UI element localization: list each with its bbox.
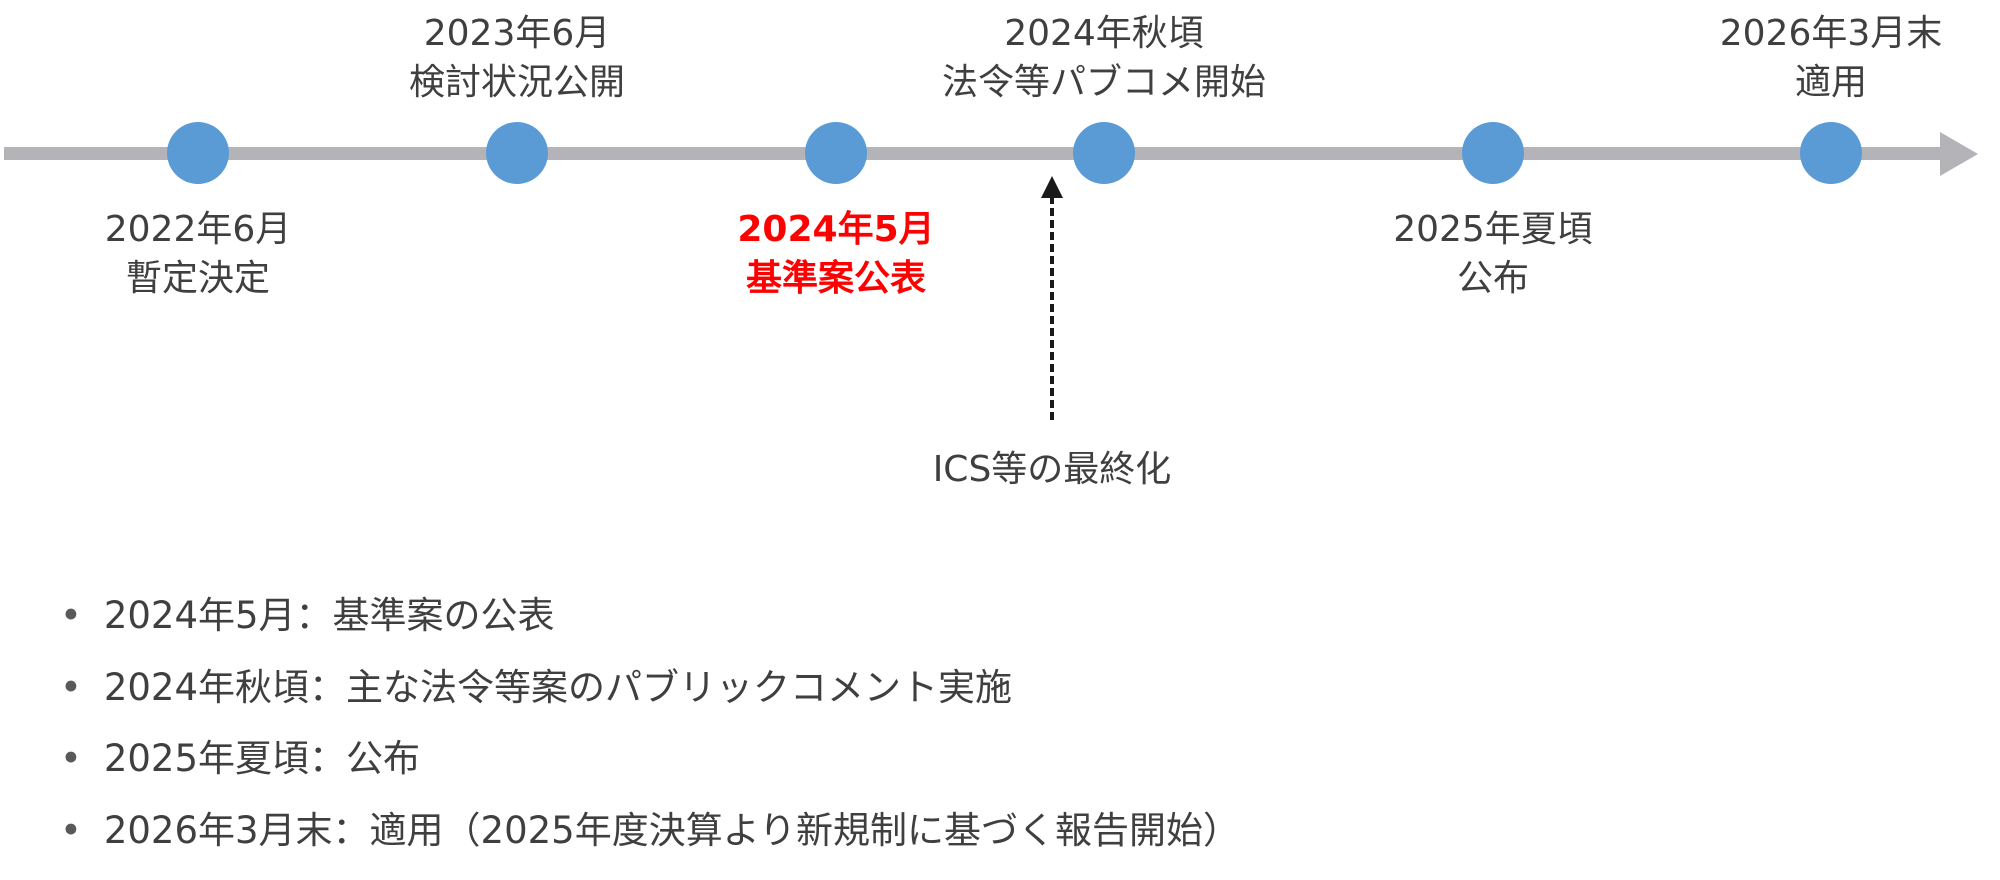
milestone-node-icon	[805, 122, 867, 184]
annotation-label: ICS等の最終化	[932, 449, 1172, 490]
milestone-event: 基準案公表	[745, 257, 926, 299]
milestone-event: 法令等パブコメ開始	[941, 61, 1266, 103]
bullet-icon: •	[60, 808, 82, 852]
milestone-node-icon	[1462, 122, 1524, 184]
milestone-date: 2024年5月	[737, 209, 935, 250]
timeline-axis	[4, 147, 1944, 160]
list-item: • 2025年夏頃：公布	[60, 738, 1240, 781]
bullet-text: 2026年3月末：適用（2025年度決算より新規制に基づく報告開始）	[103, 808, 1240, 852]
milestone-event: 公布	[1456, 257, 1529, 299]
bullet-text: 2024年秋頃：主な法令等案のパブリックコメント実施	[103, 665, 1012, 709]
bullet-text: 2024年5月：基準案の公表	[103, 594, 555, 637]
bullet-icon: •	[60, 594, 82, 637]
up-arrow-icon	[1041, 176, 1063, 198]
milestone-date: 2024年秋頃	[1004, 13, 1204, 54]
bullet-icon: •	[60, 665, 82, 709]
list-item: • 2026年3月末：適用（2025年度決算より新規制に基づく報告開始）	[60, 808, 1240, 853]
milestone-date: 2022年6月	[104, 209, 292, 250]
milestone-node-icon	[167, 122, 229, 184]
milestone-event: 適用	[1794, 61, 1867, 103]
milestone-label-highlighted: 2024年5月 基準案公表	[536, 206, 1136, 303]
dashed-connector	[1050, 196, 1054, 420]
timeline-arrowhead-icon	[1940, 132, 1978, 176]
milestone-label: 2022年6月 暫定決定	[0, 206, 498, 303]
bullet-text: 2025年夏頃：公布	[103, 737, 420, 781]
summary-bullet-list: • 2024年5月：基準案の公表 • 2024年秋頃：主な法令等案のパブリックコ…	[60, 594, 1240, 880]
milestone-label: 2026年3月末 適用	[1531, 10, 2000, 107]
milestone-date: 2025年夏頃	[1393, 209, 1593, 250]
milestone-label: 2023年6月 検討状況公開	[217, 10, 817, 107]
bullet-icon: •	[60, 737, 82, 781]
list-item: • 2024年5月：基準案の公表	[60, 594, 1240, 638]
milestone-label: 2024年秋頃 法令等パブコメ開始	[804, 10, 1404, 107]
milestone-event: 暫定決定	[125, 257, 270, 299]
list-item: • 2024年秋頃：主な法令等案のパブリックコメント実施	[60, 665, 1240, 710]
milestone-node-icon	[1073, 122, 1135, 184]
milestone-node-icon	[486, 122, 548, 184]
milestone-event: 検討状況公開	[408, 61, 625, 103]
milestone-node-icon	[1800, 122, 1862, 184]
milestone-date: 2023年6月	[423, 13, 611, 54]
milestone-label: 2025年夏頃 公布	[1193, 206, 1793, 303]
milestone-date: 2026年3月末	[1719, 13, 1943, 54]
